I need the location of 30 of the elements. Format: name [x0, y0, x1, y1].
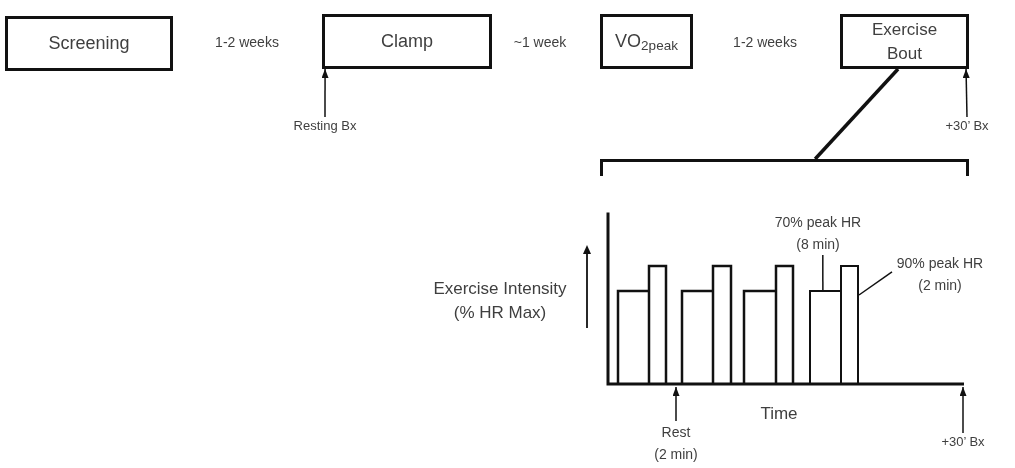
- timeline-step-box: [600, 14, 693, 69]
- annotation-label: 70% peak HR (8 min): [770, 211, 866, 255]
- timeline-step-box: [840, 14, 969, 69]
- bracket: [600, 159, 969, 176]
- interval-label: 1-2 weeks: [215, 32, 279, 52]
- step-label: Clamp: [381, 30, 433, 53]
- timeline-step-box: [5, 16, 173, 71]
- leader-line: [822, 254, 824, 291]
- arrow: [321, 68, 329, 118]
- annotation-label: Resting Bx: [285, 117, 365, 135]
- axis-label: Time: [760, 403, 798, 426]
- arrow: [959, 386, 967, 434]
- arrow: [962, 68, 970, 118]
- bar-chart-illustration: [605, 211, 966, 387]
- bar: [809, 290, 842, 385]
- interval-label: 1-2 weeks: [733, 32, 797, 52]
- step-label: Screening: [48, 32, 130, 55]
- timeline-step-box: [322, 14, 492, 69]
- axis-label: Exercise Intensity (% HR Max): [432, 278, 568, 324]
- leader-line: [858, 271, 893, 296]
- connector-line: [813, 67, 900, 161]
- bar: [840, 265, 859, 385]
- annotation-label: +30’ Bx: [928, 433, 998, 451]
- annotation-label: Rest (2 min): [646, 421, 706, 465]
- interval-label: ~1 week: [513, 32, 567, 52]
- step-label: VO$_{2peak}$: [615, 30, 678, 55]
- annotation-label: 90% peak HR (2 min): [892, 252, 988, 296]
- arrow: [672, 386, 680, 422]
- step-label: Exercise Bout: [870, 18, 939, 65]
- annotation-label: +30’ Bx: [934, 117, 1000, 135]
